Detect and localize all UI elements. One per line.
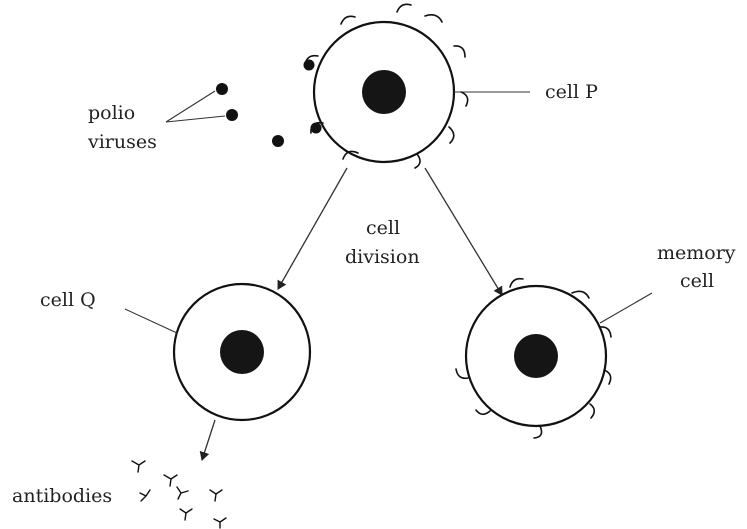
polio-viruses-label-group: polio viruses	[87, 90, 226, 153]
cell-q	[172, 282, 312, 422]
polio-pointer-line	[165, 115, 226, 123]
cell-q-pointer-line	[124, 308, 178, 334]
receptor	[571, 290, 590, 299]
receptor	[460, 91, 469, 107]
antibody	[139, 489, 151, 502]
cell-division-label-group: cell division	[345, 217, 420, 268]
antibodies-label: antibodies	[12, 485, 112, 507]
receptor	[509, 277, 524, 288]
cell-division-arrows	[277, 167, 503, 296]
cell-p	[303, 3, 469, 169]
receptor	[340, 15, 356, 25]
memory-cell-label-line2: cell	[680, 270, 714, 292]
memory-cell-receptors	[455, 277, 612, 439]
antibody	[131, 460, 146, 473]
antibody	[163, 474, 178, 487]
memory-cell-label-group: memory cell	[599, 242, 736, 324]
receptor	[455, 368, 469, 380]
antibody	[213, 517, 227, 529]
receptor	[599, 326, 612, 338]
memory-cell	[455, 277, 612, 439]
receptor	[448, 126, 455, 144]
receptor	[453, 45, 466, 58]
cell-p-receptors	[340, 3, 469, 169]
polio-viruses-label-line2: viruses	[87, 131, 157, 153]
cell-q-label-group: cell Q	[40, 289, 178, 334]
memory-cell-label-line1: memory	[657, 242, 736, 264]
antibody	[176, 486, 189, 500]
antibody	[179, 508, 193, 521]
receptor	[342, 150, 359, 160]
bound-virus	[310, 122, 322, 134]
receptor	[475, 409, 491, 416]
receptor	[533, 425, 543, 439]
receptor	[424, 14, 443, 23]
cell-division-label-line1: cell	[366, 217, 400, 239]
antibodies	[131, 460, 227, 529]
receptor	[603, 369, 612, 385]
free-viruses	[216, 83, 284, 147]
receptor	[396, 3, 412, 13]
memory-cell-pointer-line	[599, 292, 653, 324]
cell-p-nucleus	[362, 70, 406, 114]
receptor	[414, 153, 421, 169]
virus-particle	[272, 135, 284, 147]
cell-p-label: cell P	[545, 81, 598, 103]
memory-cell-nucleus	[514, 334, 558, 378]
cell-p-label-group: cell P	[454, 81, 598, 103]
virus-particle	[226, 109, 238, 121]
receptor	[589, 403, 596, 419]
virus-particle	[216, 83, 228, 95]
division-arrow-to-memory	[424, 167, 503, 296]
antibody-release-arrow	[199, 419, 216, 461]
antibody	[209, 489, 223, 502]
division-arrow-to-q	[277, 167, 348, 290]
cell-q-nucleus	[220, 330, 264, 374]
bound-viruses	[303, 54, 324, 134]
cell-q-label: cell Q	[40, 289, 96, 311]
polio-viruses-label-line1: polio	[88, 102, 135, 124]
bound-virus	[303, 59, 315, 71]
polio-pointer-line	[165, 90, 216, 123]
cell-division-label-line2: division	[345, 246, 420, 268]
